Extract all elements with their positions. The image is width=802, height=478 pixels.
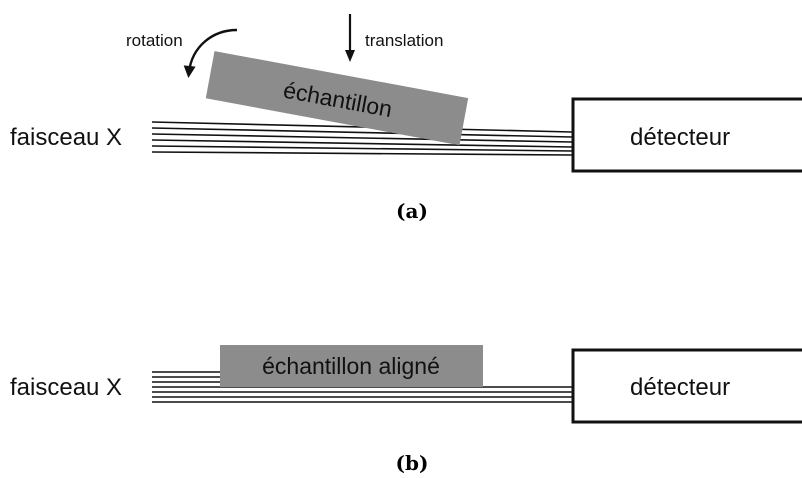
sample-block-a [205,51,469,146]
detector-label-a: détecteur [630,124,730,151]
translation-arrow-icon [345,14,355,62]
xray-beam-b-blocked [152,371,220,383]
beam-label-a: faisceau X [10,124,122,151]
panel-a: échantillon faisceau X détecteur rotatio… [10,14,802,223]
caption-a: (a) [396,199,428,223]
xray-beam-b [152,386,572,403]
detector-b [571,348,802,424]
rotation-arrow-icon [183,28,238,78]
beam-label-b: faisceau X [10,374,122,401]
xray-beam-a [151,121,573,156]
caption-b: (b) [396,451,429,475]
detector-label-b: détecteur [630,374,730,401]
sample-label-b: échantillon aligné [262,353,440,379]
sample-block-b [220,345,483,387]
panel-b: échantillon aligné faisceau X détecteur … [10,345,802,475]
rotation-label: rotation [126,31,183,50]
translation-label: translation [365,31,443,50]
detector-a [571,97,802,173]
sample-a: échantillon [205,51,469,146]
